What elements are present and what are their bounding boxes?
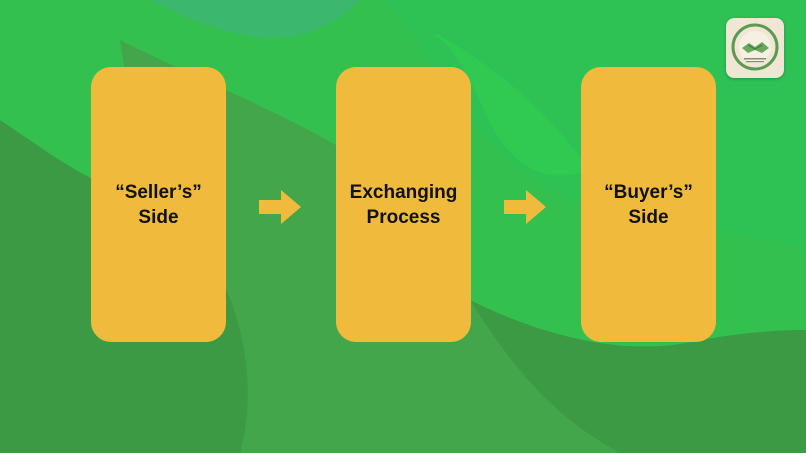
handshake-logo-icon: [726, 18, 784, 78]
diagram-node-buyer: “Buyer’s” Side: [581, 67, 716, 342]
arrow-exchange-to-buyer: [504, 190, 546, 224]
arrow-seller-to-exchange: [259, 190, 301, 224]
node-label-buyer: “Buyer’s” Side: [604, 181, 693, 228]
node-label-seller: “Seller’s” Side: [115, 181, 202, 228]
diagram-node-seller: “Seller’s” Side: [91, 67, 226, 342]
node-label-exchange: Exchanging Process: [349, 181, 458, 228]
diagram-node-exchange: Exchanging Process: [336, 67, 471, 342]
